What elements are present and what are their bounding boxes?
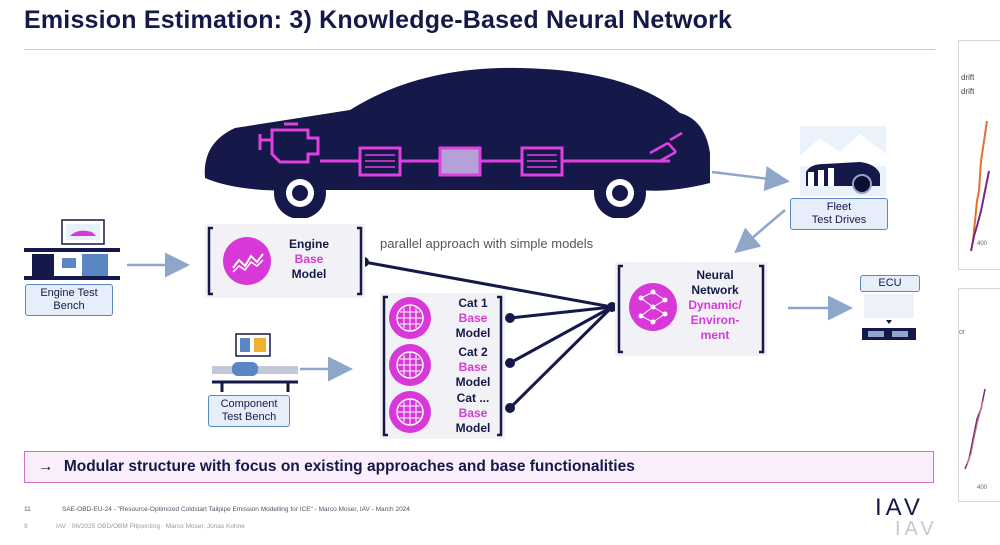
summary-banner-text: → Modular structure with focus on existi… bbox=[38, 458, 635, 475]
cat-1-model-text: Cat 1 Base Model bbox=[455, 296, 491, 340]
side-chart-bottom-lines bbox=[964, 388, 986, 470]
engine-test-bench-icon bbox=[24, 219, 120, 280]
neural-network-text: Neural Network Dynamic/ Environ- ment bbox=[688, 268, 742, 342]
side-tick-top: 400 bbox=[977, 241, 988, 247]
ecu-label: ECU bbox=[860, 275, 920, 292]
iav-logo-shadow: IAV bbox=[895, 518, 938, 540]
side-chart-top-lines bbox=[970, 120, 990, 252]
side-chart-panel-top: drift drift 400 bbox=[958, 40, 1000, 270]
cat-2-icon bbox=[389, 344, 431, 386]
engine-icon bbox=[258, 122, 320, 164]
fleet-test-drives-label: Fleet Test Drives bbox=[790, 198, 888, 230]
cat-models-card-frame bbox=[380, 293, 505, 439]
neural-network-card-frame bbox=[615, 262, 767, 356]
cat-n-icon bbox=[389, 391, 431, 433]
fleet-cars-icon bbox=[800, 126, 886, 196]
engine-test-bench-label: Engine Test Bench bbox=[25, 284, 113, 316]
iav-logo: IAV bbox=[875, 494, 924, 521]
underlying-footer-text: IAV · 06/2025 OBD/OBM Pitpointing · Marc… bbox=[56, 523, 245, 530]
sensor-icon bbox=[649, 131, 683, 164]
catalyst-2-icon bbox=[438, 146, 482, 177]
summary-banner bbox=[24, 451, 934, 483]
engine-model-card-frame bbox=[205, 224, 365, 298]
side-legend-1: drift bbox=[961, 73, 975, 82]
side-legend-2: drift bbox=[961, 87, 975, 96]
component-test-bench-label: Component Test Bench bbox=[208, 395, 290, 427]
underlying-page-number: 9 bbox=[24, 523, 28, 530]
component-test-bench-icon bbox=[212, 333, 298, 392]
car-illustration bbox=[204, 67, 710, 218]
slide-title: Emission Estimation: 3) Knowledge-Based … bbox=[24, 6, 733, 34]
footer-citation: SAE-OBD-EU-24 - "Resource-Optimized Cold… bbox=[62, 506, 410, 513]
cat-n-model-text: Cat ... Base Model bbox=[455, 391, 491, 435]
side-label-bottom: or bbox=[959, 329, 966, 336]
arrow-right-icon: → bbox=[38, 458, 54, 475]
cat-2-model-text: Cat 2 Base Model bbox=[455, 345, 491, 389]
page-number: 11 bbox=[24, 506, 31, 513]
side-chart-panel-bottom: or 400 bbox=[958, 288, 1000, 502]
cat-1-icon bbox=[389, 297, 431, 339]
neural-network-icon bbox=[629, 283, 677, 331]
parallel-approach-note: parallel approach with simple models bbox=[380, 236, 594, 251]
engine-model-text: Engine Base Model bbox=[288, 237, 329, 281]
ecu-icon bbox=[862, 294, 916, 340]
side-tick-bottom: 400 bbox=[977, 485, 988, 491]
title-divider bbox=[24, 49, 935, 50]
